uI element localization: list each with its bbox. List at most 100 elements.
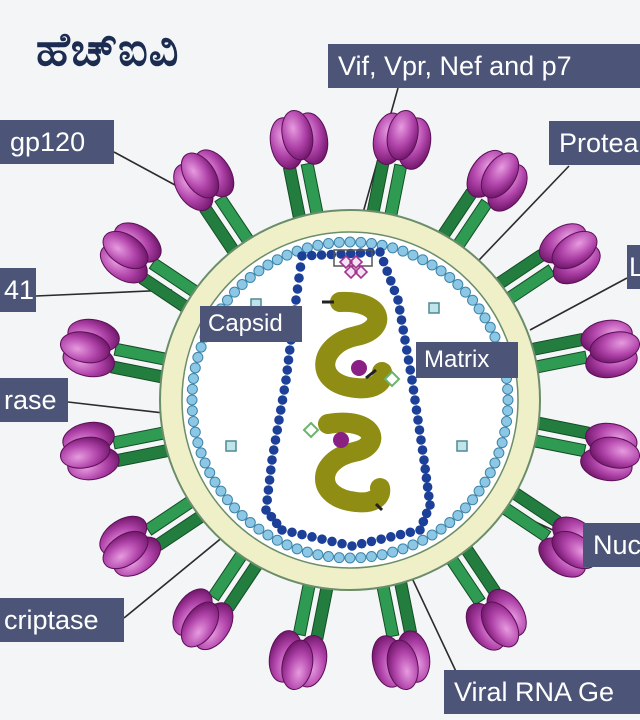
capsid-protein [275,405,286,415]
capsid-protein [396,315,407,325]
capsid-protein [272,425,283,435]
capsid-protein [297,529,307,540]
matrix-protein [366,551,378,563]
capsid-protein [262,495,273,505]
matrix-protein [344,552,356,564]
matrix-protein [387,546,399,558]
capsid-protein [347,541,357,551]
capsid-protein [417,445,428,455]
matrix-protein [366,237,378,249]
matrix-protein [387,242,399,254]
matrix-protein [484,321,496,333]
matrix-protein [195,341,207,353]
label-viral-rna-genome: Viral RNA Ge [444,670,640,714]
spike [99,490,213,577]
capsid-protein [345,248,356,259]
matrix-protein [291,543,303,555]
capsid-protein [378,256,389,267]
label-capsid: Capsid [200,306,302,342]
matrix-protein [459,286,471,298]
capsid-protein [410,395,420,405]
capsid-protein [413,415,423,425]
capsid-protein [270,435,281,445]
capsid-protein [420,464,431,474]
matrix-protein [344,236,356,248]
capsid-protein [287,527,297,538]
capsid-protein [261,505,271,515]
matrix-protein [192,437,204,449]
matrix-protein [333,236,345,248]
page-title: ಹೆಚ್ಐವಿ [36,22,180,76]
spike-knob [180,152,220,199]
spike [371,572,431,691]
matrix-protein [459,502,471,514]
capsid-protein [400,335,410,345]
capsid-protein [395,529,406,540]
capsid-protein [398,325,409,335]
capsid-protein [416,435,426,445]
matrix-protein [467,294,479,306]
matrix-protein [236,509,248,521]
capsid-protein [284,345,295,355]
spike-knob [589,436,640,469]
capsid-protein [411,405,422,415]
matrix-protein [444,517,456,529]
matrix-protein [322,551,334,563]
matrix-protein [312,239,324,251]
envelope-spikes [59,109,640,691]
matrix-protein [489,331,501,343]
label-gp41: 41 [0,268,36,312]
label-reverse-transcriptase: criptase [0,598,124,642]
matrix-layer [186,236,514,564]
capsid-protein [306,250,317,261]
capsid-protein [405,527,416,538]
capsid-protein [414,425,425,435]
capsid-protein [266,465,276,475]
capsid-protein [386,276,396,286]
matrix-protein [186,383,198,395]
matrix-protein [397,245,409,257]
spike-knob [59,331,111,364]
label-protease: Protea [549,121,640,165]
spike [268,574,336,691]
leader-line [529,277,628,331]
spike [524,414,640,482]
capsid-protein [422,482,433,492]
capsid-protein [297,251,307,261]
matrix-protein [502,383,514,395]
capsid-protein [277,525,287,535]
matrix-protein [301,546,313,558]
capsid-protein [375,247,385,257]
matrix-protein [281,249,293,261]
capsid-protein [336,249,346,259]
matrix-protein [262,529,274,541]
capsid-protein [393,295,403,305]
matrix-protein [186,394,198,406]
capsid-protein [337,538,347,549]
label-lipid-membrane: L [627,245,640,289]
capsid-protein [282,365,293,375]
matrix-protein [435,265,447,277]
matrix-protein [493,447,505,459]
matrix-protein [355,236,367,248]
capsid-protein [419,455,429,465]
capsid-protein [291,295,301,305]
capsid-protein [277,395,288,405]
matrix-protein [452,279,464,291]
matrix-protein [417,254,429,266]
capsid-protein [271,518,282,529]
matrix-protein [467,494,479,506]
capsid-protein [376,534,386,544]
matrix-protein [376,549,388,561]
capsid-protein [408,385,419,395]
matrix-protein [186,405,198,417]
matrix-protein [312,549,324,561]
capsid-protein [407,375,417,385]
spike-knob [386,109,419,161]
capsid-protein [281,375,291,385]
matrix-protein [187,372,199,384]
capsid-protein [382,266,393,277]
capsid-protein [405,365,416,375]
